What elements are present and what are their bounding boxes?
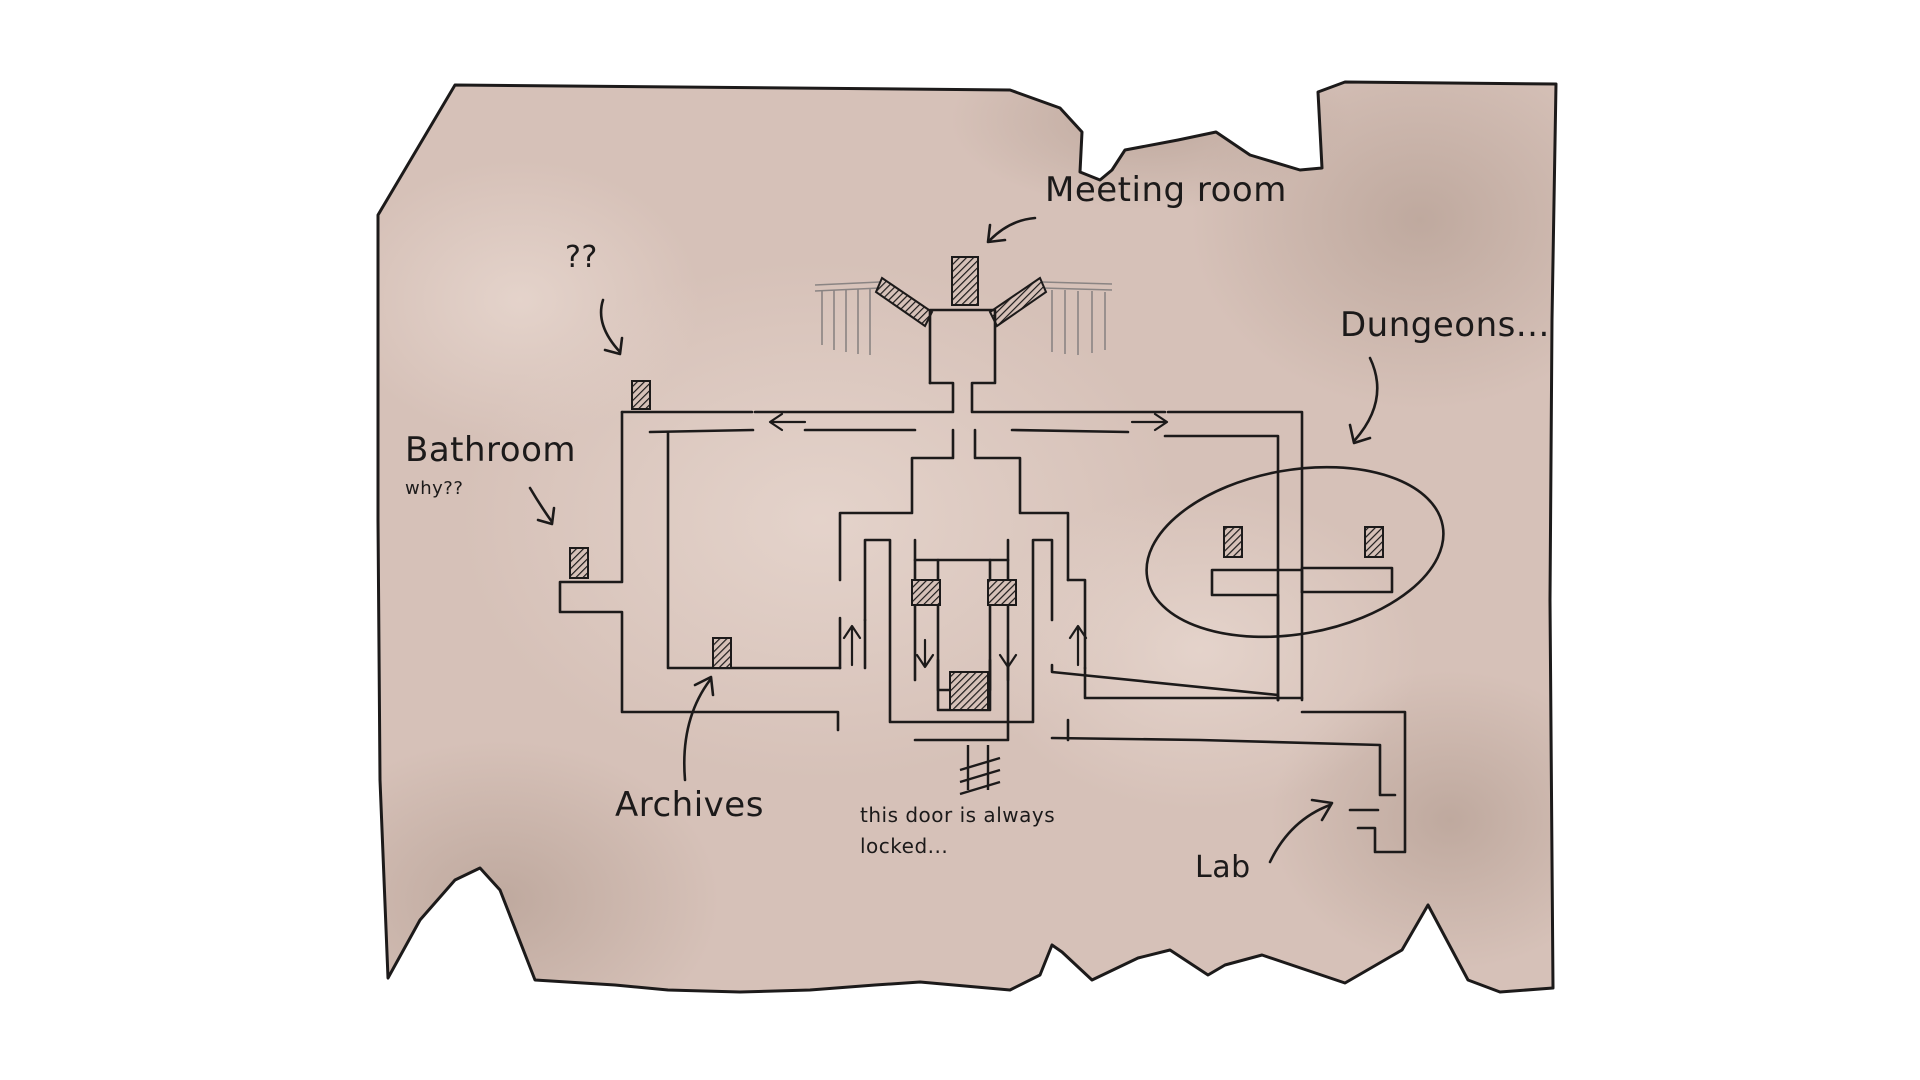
label-locked-door-note-line1: this door is always (860, 803, 1056, 827)
label-locked-door-note-line2: locked... (860, 834, 949, 858)
circle-mark-icon (1145, 465, 1445, 639)
annotation-arrows (528, 216, 1379, 864)
parchment-paper (376, 80, 1558, 994)
floor-plan-walls (558, 308, 1407, 854)
locked-door-icon (959, 745, 1001, 796)
door-icon (569, 256, 1384, 711)
label-meeting-room: Meeting room (1045, 170, 1287, 210)
stairs-icon (874, 276, 1048, 328)
arrow-icon (768, 412, 1169, 669)
label-archives: Archives (615, 785, 764, 825)
label-question-marks: ?? (565, 240, 598, 275)
label-bathroom: Bathroom (405, 430, 576, 470)
label-bathroom-note: why?? (405, 478, 464, 499)
label-lab: Lab (1195, 850, 1251, 885)
balcony-sketch (814, 281, 1113, 355)
label-dungeons: Dungeons... (1340, 305, 1550, 345)
